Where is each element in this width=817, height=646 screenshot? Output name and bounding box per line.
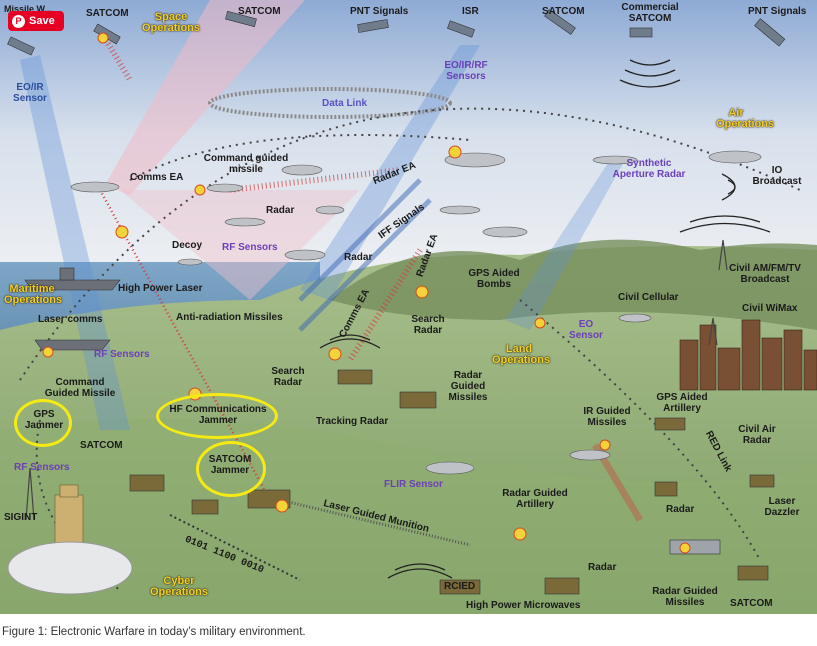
decoy-label: Decoy — [172, 240, 203, 251]
search-radar-label-1: Search Radar — [411, 314, 445, 336]
ship-icon — [24, 267, 121, 351]
command-guided-missile-label: Command guided missile — [203, 153, 289, 175]
io-broadcast-label: IO Broadcast — [752, 165, 802, 187]
tower-icon — [25, 239, 728, 521]
high-power-microwaves-label: High Power Microwaves — [466, 600, 581, 611]
data-link-ring — [208, 87, 452, 119]
save-button[interactable]: P Save — [8, 11, 64, 31]
search-radar-label-2: Search Radar — [271, 366, 305, 388]
eo-ir-sensor-label: EO/IR Sensor — [13, 82, 47, 104]
hills — [330, 239, 817, 330]
signal-waves — [319, 59, 771, 579]
pinterest-icon: P — [12, 14, 25, 28]
binary-trail — [169, 514, 301, 581]
rf-sensors-label-2: RF Sensors — [94, 349, 150, 360]
satcom-label-5: SATCOM — [730, 598, 773, 609]
radar-label-1: Radar — [266, 205, 295, 216]
air-operations-label: Air Operations — [716, 107, 775, 130]
cyber-operations-label: Cyber Operations — [149, 575, 209, 598]
commercial-satcom-label: Commercial SATCOM — [621, 2, 679, 24]
hf-jammer-highlight — [156, 393, 278, 439]
comms-ea-beam — [298, 198, 432, 332]
isr-label: ISR — [462, 6, 479, 17]
maritime-operations-label: Maritime Operations — [4, 283, 63, 306]
satcom-label-3: SATCOM — [542, 6, 585, 17]
eo-ir-rf-sensors-label: EO/IR/RF Sensors — [444, 60, 488, 82]
figure-caption: Figure 1: Electronic Warfare in today’s … — [2, 626, 306, 638]
comms-ea-label-1: Comms EA — [130, 172, 184, 183]
satcom-label-1: SATCOM — [86, 8, 129, 19]
sigint-label: SIGINT — [4, 512, 38, 523]
pnt-signals-label-2: PNT Signals — [748, 6, 807, 17]
save-button-label: Save — [29, 15, 55, 27]
radar-label-2: Radar — [344, 252, 373, 263]
pink-beam — [105, 0, 305, 195]
laser-dazzler-label: Laser Dazzler — [764, 496, 800, 518]
data-link-label: Data Link — [322, 98, 368, 109]
ir-guided-missiles-label: IR Guided Missiles — [583, 406, 631, 428]
rcied-label: RCIED — [444, 581, 476, 592]
civil-am-fm-tv-label: Civil AM/FM/TV Broadcast — [729, 263, 801, 285]
city-skyline — [679, 319, 817, 391]
radar-ea-beam — [229, 167, 401, 193]
comms-arc-2 — [129, 134, 471, 181]
civil-air-radar-label: Civil Air Radar — [738, 424, 776, 446]
pnt-signals-label-1: PNT Signals — [350, 6, 409, 17]
tracking-radar-label: Tracking Radar — [316, 416, 389, 427]
blue-beam-1 — [20, 55, 130, 430]
cyber-disc — [7, 541, 133, 595]
rf-sensors-label-1: RF Sensors — [222, 242, 278, 253]
satellite-icon — [7, 9, 786, 56]
radar-label-3: Radar — [666, 504, 695, 515]
ew-diagram: Missile W... SATCOM Space Operations SAT… — [0, 0, 817, 614]
aircraft-icon — [70, 150, 762, 475]
radar-guided-artillery-label: Radar Guided Artillery — [502, 488, 568, 510]
missile-warning-label: Missile W... — [4, 4, 53, 14]
command-guided-missile-label-2: Command Guided Missile — [44, 377, 116, 399]
satcom-label-4: SATCOM — [80, 440, 123, 451]
gps-aided-bombs-label: GPS Aided Bombs — [468, 268, 520, 290]
flir-sensor-label: FLIR Sensor — [384, 479, 443, 490]
rf-sensors-label-3: RF Sensors — [14, 462, 70, 473]
radar-label-4: Radar — [588, 562, 617, 573]
laser-guided-path — [279, 498, 471, 547]
building-icon — [54, 484, 84, 551]
radar-guided-missiles-label-1: Radar Guided Missiles — [448, 370, 488, 403]
radar-guided-missiles-label-2: Radar Guided Missiles — [652, 586, 718, 608]
satcom-beam — [97, 28, 133, 82]
gps-jammer-highlight — [14, 399, 72, 447]
civil-wimax-label: Civil WiMax — [742, 303, 798, 314]
civil-cellular-label: Civil Cellular — [618, 292, 679, 303]
space-operations-label: Space Operations — [141, 11, 201, 34]
land-operations-label: Land Operations — [492, 343, 551, 366]
laser-comms-label: Laser comms — [38, 314, 103, 325]
radar-ea-beam-2 — [347, 248, 423, 362]
satcom-jammer-highlight — [196, 441, 266, 497]
laser-line — [98, 189, 272, 501]
pink-beam-2 — [120, 190, 360, 300]
synthetic-aperture-radar-label: Synthetic Aperture Radar — [612, 158, 686, 180]
satcom-label-2: SATCOM — [238, 6, 281, 17]
iff-beam — [298, 178, 422, 302]
blue-beam-3 — [505, 160, 625, 330]
anti-radiation-missiles-label: Anti-radiation Missiles — [176, 312, 283, 323]
gps-aided-artillery-label: GPS Aided Artillery — [656, 392, 708, 414]
eo-sensor-label: EO Sensor — [569, 319, 603, 341]
high-power-laser-label: High Power Laser — [118, 283, 203, 294]
